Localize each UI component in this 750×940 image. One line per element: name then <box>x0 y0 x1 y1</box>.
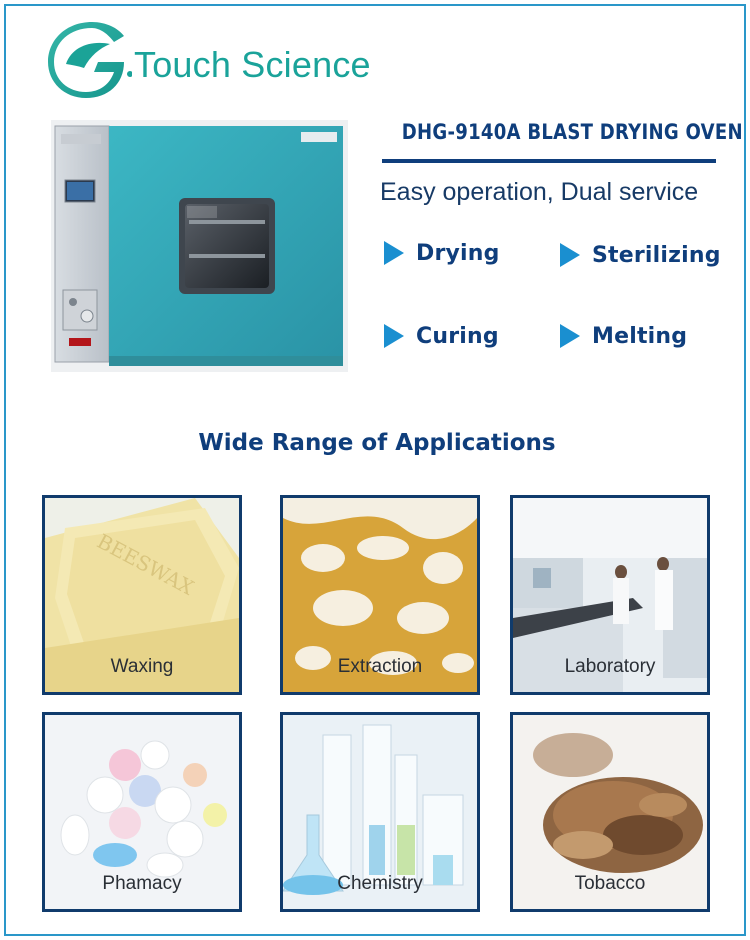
brand-name: Touch Science <box>134 44 371 85</box>
feature-drying: Drying <box>382 236 500 270</box>
application-tile-tobacco: Tobacco <box>510 712 710 912</box>
product-tagline: Easy operation, Dual service <box>380 178 699 206</box>
play-triangle-icon <box>560 243 580 267</box>
brand-logo: Touch Science <box>48 22 378 102</box>
feature-label: Drying <box>416 240 500 266</box>
tobacco-image <box>513 715 707 909</box>
feature-sterilizing: Sterilizing <box>558 238 721 272</box>
chemistry-glassware-image <box>283 715 477 909</box>
feature-label: Sterilizing <box>592 242 721 268</box>
page-frame: Touch Science <box>4 4 746 936</box>
play-triangle-icon <box>384 241 404 265</box>
g-leaf-logo-icon <box>48 22 132 98</box>
applications-heading: Wide Range of Applications <box>198 430 556 456</box>
application-tile-laboratory: Laboratory <box>510 495 710 695</box>
application-tile-extraction: Extraction <box>280 495 480 695</box>
feature-melting: Melting <box>558 319 687 353</box>
application-tile-waxing: BEESWAX Waxing <box>42 495 242 695</box>
feature-label: Curing <box>416 323 499 349</box>
feature-curing: Curing <box>382 319 499 353</box>
laboratory-image <box>513 498 707 692</box>
play-triangle-icon <box>384 324 404 348</box>
tile-label: Waxing <box>110 656 174 677</box>
beeswax-image: BEESWAX <box>45 498 239 692</box>
pills-image <box>45 715 239 909</box>
application-tile-pharmacy: Phamacy <box>42 712 242 912</box>
extraction-image <box>283 498 477 692</box>
tile-label: Chemistry <box>337 873 423 894</box>
tile-label: Laboratory <box>564 656 656 677</box>
product-title: DHG-9140A BLAST DRYING OVEN <box>401 120 743 144</box>
tile-label: Phamacy <box>102 873 182 894</box>
feature-label: Melting <box>592 323 688 349</box>
title-underline <box>382 159 716 163</box>
application-tile-chemistry: Chemistry <box>280 712 480 912</box>
drying-oven-image <box>51 120 348 372</box>
tile-label: Tobacco <box>574 873 646 894</box>
tile-label: Extraction <box>337 656 423 677</box>
play-triangle-icon <box>560 324 580 348</box>
